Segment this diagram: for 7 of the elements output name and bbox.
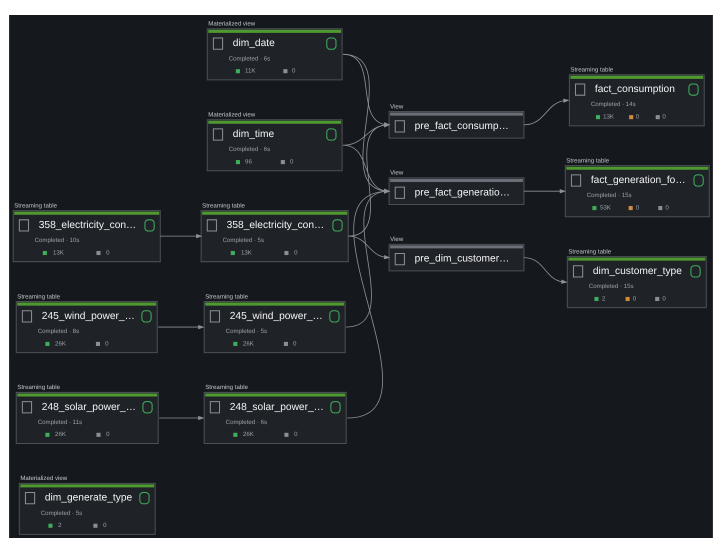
arrow <box>159 233 202 238</box>
arrow <box>523 256 568 284</box>
arrow <box>158 415 204 420</box>
arrow <box>523 98 570 125</box>
arrow <box>347 235 390 259</box>
arrow <box>157 324 204 329</box>
arrow <box>523 188 566 193</box>
